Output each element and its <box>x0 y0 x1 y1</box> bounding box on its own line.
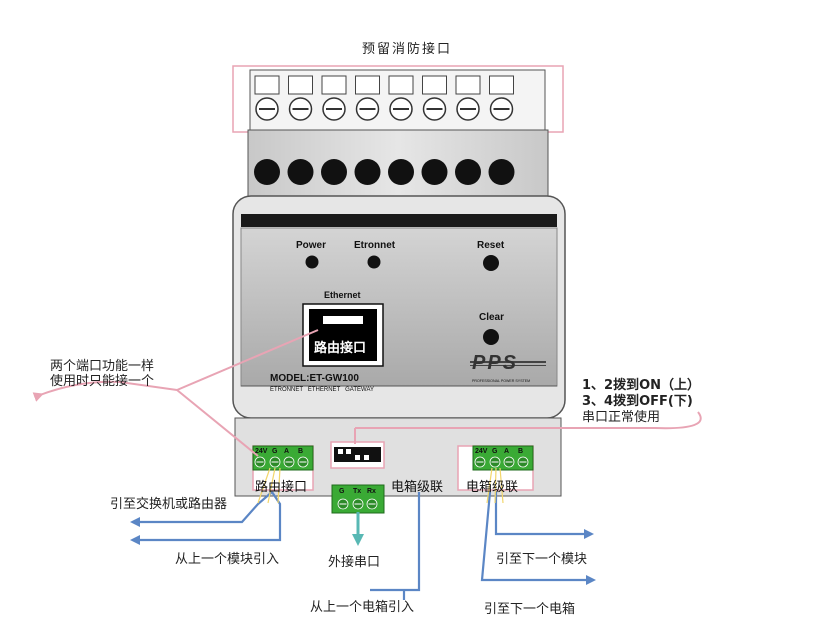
left-terminal-pin: A <box>284 448 290 455</box>
dip-switch[interactable] <box>330 441 385 469</box>
terminal-hole <box>254 159 280 185</box>
fire-terminal-screw <box>422 75 447 121</box>
left-terminal <box>252 445 314 471</box>
terminal-screw <box>337 498 349 510</box>
reset-button[interactable] <box>483 255 499 271</box>
ethernet-port-label: 路由接口 <box>314 341 367 356</box>
reset-button-label: Reset <box>477 240 505 251</box>
brand-label: PPS <box>472 352 519 374</box>
terminal-screw <box>517 456 529 468</box>
same-function-note-line1: 两个端口功能一样 <box>50 359 155 374</box>
terminal-hole <box>388 159 414 185</box>
front-panel <box>232 195 566 419</box>
to-switch-label: 引至交换机或路由器 <box>110 497 228 512</box>
fire-terminal-screw <box>254 75 280 121</box>
fire-terminal-block <box>232 65 564 133</box>
pps-logo <box>470 361 546 366</box>
wires-left <box>130 491 282 545</box>
terminal-hole <box>321 159 347 185</box>
pink-leader-lines <box>32 329 702 457</box>
terminal-hole <box>455 159 481 185</box>
clear-button[interactable] <box>483 329 499 345</box>
model-subtitle: ETRONNET ETHERNET GATEWAY <box>270 387 375 393</box>
clear-button-label: Clear <box>479 312 505 323</box>
to-next-box-label: 引至下一个电箱 <box>484 602 576 617</box>
terminal-screw <box>297 456 309 468</box>
etronnet-led-label: Etronnet <box>354 240 396 251</box>
left-terminal-pin: G <box>272 448 278 455</box>
serial-terminal-pin: Tx <box>353 488 362 495</box>
right-terminal-pin: 24V <box>475 448 488 455</box>
from-prev-module-label: 从上一个模块引入 <box>175 552 280 567</box>
right-terminal-pin: B <box>518 448 524 455</box>
left-terminal-pin: 24V <box>255 448 268 455</box>
right-terminal-pin: G <box>492 448 498 455</box>
top-body <box>247 129 549 201</box>
serial-terminal-pin: G <box>339 488 345 495</box>
to-next-module-label: 引至下一个模块 <box>496 552 588 567</box>
terminal-screw <box>489 456 501 468</box>
serial-terminal-pin: Rx <box>367 488 376 495</box>
etronnet-led <box>367 255 381 269</box>
wires-center <box>370 492 421 600</box>
fire-terminal-screw <box>355 75 380 121</box>
yellow-wires <box>257 467 504 504</box>
fire-terminal-screw <box>388 75 414 121</box>
dip-note-line3: 串口正常使用 <box>582 410 661 425</box>
model-label: MODEL:ET-GW100 <box>270 373 359 384</box>
fire-terminal-screw <box>489 75 514 121</box>
dip-note-line1: 1、2拨到ON（上） <box>582 378 701 393</box>
same-function-note-line2: 使用时只能接一个 <box>50 374 155 389</box>
terminal-screw <box>269 456 281 468</box>
terminal-screw <box>366 498 378 510</box>
cascade-label-right: 电箱级联 <box>466 480 519 495</box>
terminal-hole <box>488 159 515 185</box>
router-port-bottom-label: 路由接口 <box>255 480 308 495</box>
terminal-hole <box>287 159 314 185</box>
terminal-screw <box>503 456 515 468</box>
right-terminal-pin: A <box>504 448 510 455</box>
power-led-label: Power <box>296 240 327 251</box>
ext-serial-label: 外接串口 <box>328 555 381 570</box>
terminal-screw <box>283 456 295 468</box>
terminal-screw <box>474 456 486 468</box>
terminal-screw <box>254 456 266 468</box>
terminal-hole <box>354 159 381 185</box>
power-led <box>305 255 319 269</box>
ethernet-label: Ethernet <box>324 290 361 300</box>
fire-terminal-screw <box>321 75 347 121</box>
dip-note-line2: 3、4拨到OFF(下) <box>582 394 693 409</box>
serial-terminal <box>331 484 385 514</box>
fire-port-label: 预留消防接口 <box>362 42 453 57</box>
terminal-screw <box>352 498 364 510</box>
from-prev-box-label: 从上一个电箱引入 <box>310 600 415 615</box>
terminal-hole <box>421 159 448 185</box>
fire-terminal-screw <box>455 75 481 121</box>
ethernet-port <box>302 303 384 367</box>
brand-subtitle: PROFESSIONAL POWER SYSTEM <box>472 379 531 383</box>
right-terminal <box>472 445 534 471</box>
cascade-label-center: 电箱级联 <box>391 480 444 495</box>
left-terminal-pin: B <box>298 448 304 455</box>
fire-terminal-screw <box>288 75 313 121</box>
wires-right <box>480 491 596 585</box>
